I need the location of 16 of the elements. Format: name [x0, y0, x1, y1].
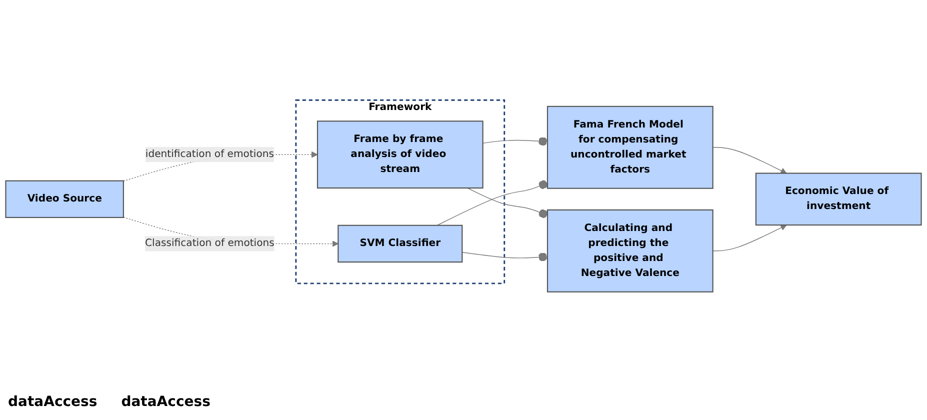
arrow	[712, 224, 787, 252]
connector	[482, 137, 548, 146]
connector	[462, 252, 548, 262]
connector	[436, 180, 548, 226]
node-box: Calculating and predicting the positive and Negative Valence	[546, 209, 714, 292]
edge-label: Classification of emotions	[145, 238, 274, 250]
node-box: SVM Classifier	[338, 224, 463, 263]
interface-label: dataAccess	[121, 394, 210, 412]
node-box: Frame by frame analysis of video stream	[316, 120, 484, 189]
node-box: Video Source	[5, 180, 124, 218]
arrow	[712, 147, 787, 174]
edge-label: identification of emotions	[145, 148, 274, 160]
interface-label: dataAccess	[8, 394, 98, 412]
node-box: Fama French Model for compensating uncontrolled market factors	[546, 106, 714, 189]
node-box: Economic Value of investment	[755, 172, 922, 226]
connector	[467, 188, 548, 218]
